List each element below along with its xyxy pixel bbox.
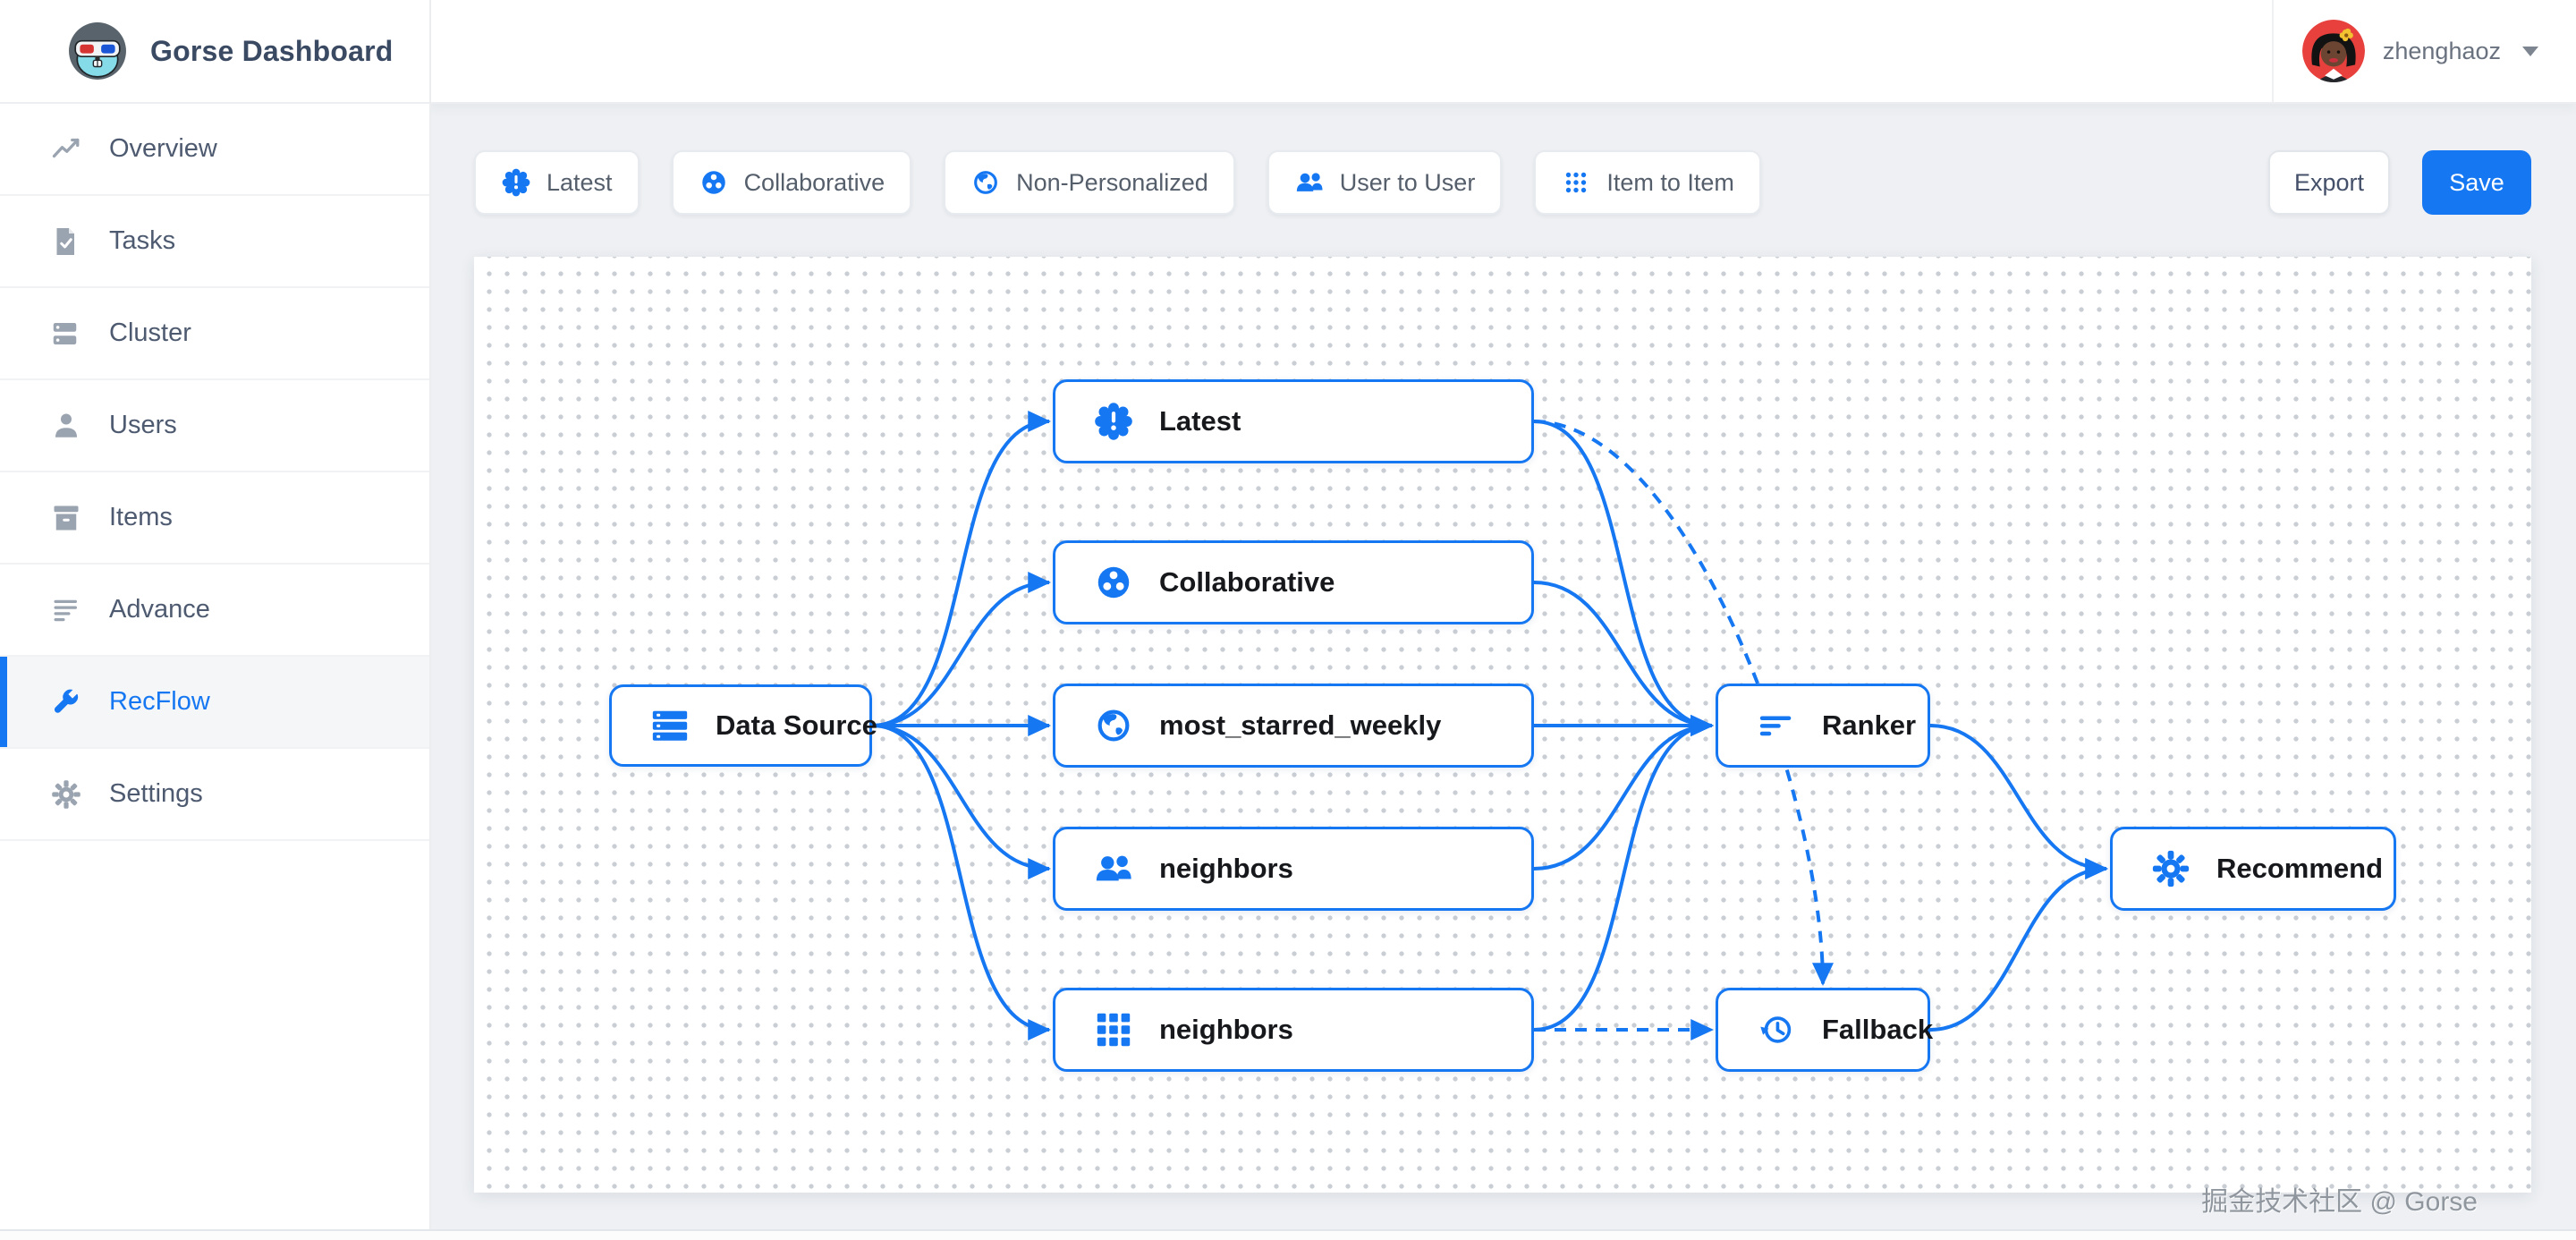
flow-node-label: Latest — [1159, 405, 1241, 437]
palette-chip-item-to-item[interactable]: Item to Item — [1534, 150, 1761, 215]
flow-node-recommend[interactable]: Recommend — [2110, 827, 2396, 911]
flow-edge-fallback-to-recommend[interactable] — [1929, 858, 2108, 1032]
flow-node-label: Ranker — [1822, 709, 1917, 741]
server-stack-icon — [649, 705, 691, 746]
export-button[interactable]: Export — [2268, 150, 2390, 215]
app-title: Gorse Dashboard — [150, 34, 394, 67]
sidebar-item-label: Items — [109, 503, 173, 531]
circle-dots-icon — [699, 167, 729, 198]
rank-lines-icon — [1756, 705, 1797, 746]
user-name: zhenghaoz — [2382, 37, 2501, 64]
sidebar-item-recflow[interactable]: RecFlow — [0, 657, 429, 749]
user-avatar — [2301, 20, 2365, 82]
watermark: 掘金技术社区 @ Gorse — [2201, 1187, 2478, 1217]
palette-chip-label: Collaborative — [743, 168, 886, 196]
flow-node-label: Data Source — [716, 709, 877, 741]
flow-edge-data-source-to-latest[interactable] — [871, 411, 1051, 727]
palette-chip-non-personalized[interactable]: Non-Personalized — [944, 150, 1235, 215]
flow-node-label: most_starred_weekly — [1159, 709, 1442, 741]
palette-chip-collaborative[interactable]: Collaborative — [671, 150, 912, 215]
people-icon — [1294, 167, 1325, 198]
sidebar-item-overview[interactable]: Overview — [0, 104, 429, 196]
flow-node-collaborative[interactable]: Collaborative — [1053, 540, 1534, 624]
circle-dots-icon — [1093, 562, 1134, 603]
flow-node-most-starred-weekly[interactable]: most_starred_weekly — [1053, 684, 1534, 768]
brand: Gorse Dashboard — [0, 0, 429, 104]
globe-icon — [1093, 705, 1134, 746]
palette-chip-label: Latest — [547, 168, 613, 196]
seal-exclaim-icon — [1093, 401, 1134, 442]
flow-node-label: neighbors — [1159, 853, 1293, 884]
chevron-down-icon — [2522, 46, 2538, 56]
gear-icon — [2150, 848, 2191, 889]
flow-edges — [871, 411, 2108, 1040]
seal-exclaim-icon — [501, 167, 531, 198]
sidebar-item-cluster[interactable]: Cluster — [0, 288, 429, 380]
flow-node-fallback[interactable]: Fallback — [1716, 988, 1934, 1072]
history-clock-icon — [1756, 1009, 1797, 1050]
sidebar-item-label: Settings — [109, 779, 203, 808]
sidebar-item-label: Users — [109, 411, 177, 439]
sidebar-item-label: Overview — [109, 134, 217, 163]
flow-edge-collaborative-to-ranker[interactable] — [1533, 581, 1714, 736]
grid-dots-icon — [1561, 167, 1591, 198]
sidebar-item-label: Cluster — [109, 318, 191, 347]
sidebar-item-advance[interactable]: Advance — [0, 565, 429, 657]
box-icon — [50, 502, 82, 534]
header: zhenghaoz — [429, 0, 2576, 104]
lines-icon — [50, 594, 82, 626]
grid-squares-icon — [1093, 1009, 1134, 1050]
gorse-logo-icon — [68, 21, 127, 81]
flow-node-label: Recommend — [2216, 853, 2384, 884]
flow-edge-data-source-to-neighbors-users[interactable] — [871, 724, 1051, 879]
server-icon — [50, 318, 82, 350]
file-check-icon — [50, 225, 82, 258]
flow-node-neighbors-items[interactable]: neighbors — [1053, 988, 1534, 1072]
bottom-strip — [0, 1229, 2576, 1240]
gear-icon — [50, 778, 82, 811]
people-icon — [1093, 848, 1134, 889]
user-icon — [50, 410, 82, 442]
sidebar-item-label: Tasks — [109, 226, 176, 255]
flow-edge-ranker-to-recommend[interactable] — [1929, 724, 2108, 879]
flow-edge-latest-to-ranker[interactable] — [1533, 420, 1714, 736]
palette-chip-label: User to User — [1339, 168, 1476, 196]
palette-chip-label: Item to Item — [1606, 168, 1734, 196]
flow-node-latest[interactable]: Latest — [1053, 379, 1534, 463]
flow-node-label: neighbors — [1159, 1014, 1293, 1045]
flow-node-neighbors-users[interactable]: neighbors — [1053, 827, 1534, 911]
sidebar-item-items[interactable]: Items — [0, 472, 429, 565]
globe-icon — [970, 167, 1001, 198]
flow-edge-neighbors-users-to-ranker[interactable] — [1533, 715, 1714, 871]
sidebar-item-label: Advance — [109, 595, 210, 624]
flow-node-label: Collaborative — [1159, 566, 1335, 598]
sidebar-item-settings[interactable]: Settings — [0, 749, 429, 841]
flow-edge-latest-to-fallback[interactable] — [1533, 420, 1834, 986]
wrench-icon — [50, 686, 82, 718]
flow-node-label: Fallback — [1822, 1014, 1934, 1045]
palette-chip-user-to-user[interactable]: User to User — [1267, 150, 1503, 215]
sidebar-item-users[interactable]: Users — [0, 380, 429, 472]
user-menu[interactable]: zhenghaoz — [2271, 0, 2576, 102]
flow-edge-data-source-to-collaborative[interactable] — [871, 572, 1051, 727]
palette-chip-label: Non-Personalized — [1016, 168, 1208, 196]
chart-line-icon — [50, 133, 82, 166]
sidebar-item-tasks[interactable]: Tasks — [0, 196, 429, 288]
flow-node-ranker[interactable]: Ranker — [1716, 684, 1930, 768]
toolbar: Latest Collaborative Non-Personalized User … — [474, 150, 2531, 215]
palette-chip-latest[interactable]: Latest — [474, 150, 640, 215]
node-palette: Latest Collaborative Non-Personalized User … — [474, 150, 1761, 215]
sidebar-item-label: RecFlow — [109, 687, 210, 716]
save-button[interactable]: Save — [2422, 150, 2531, 215]
flow-node-data-source[interactable]: Data Source — [609, 684, 877, 767]
flow-edge-neighbors-items-to-ranker[interactable] — [1533, 715, 1714, 1032]
flow-edge-data-source-to-neighbors-items[interactable] — [871, 724, 1051, 1040]
